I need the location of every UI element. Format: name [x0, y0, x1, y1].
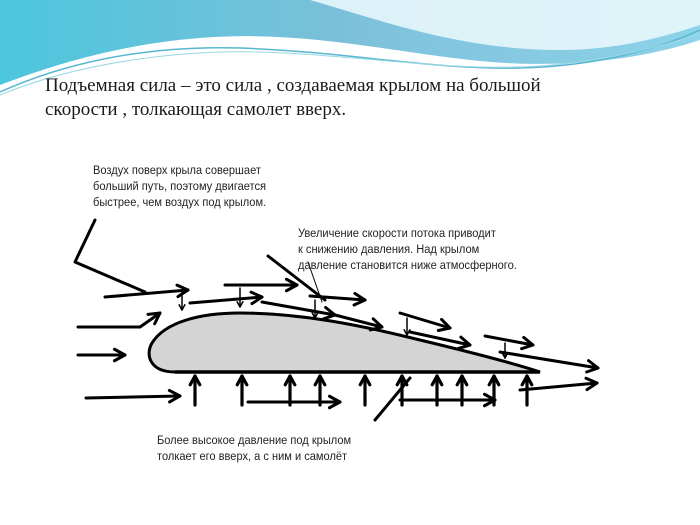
- airflow-arrow: [518, 381, 599, 392]
- title-line: Подъемная сила – это сила , создаваемая …: [45, 75, 541, 96]
- arrowhead-icon: [455, 374, 469, 387]
- arrowhead-icon: [456, 335, 472, 350]
- label-line: давление становится ниже атмосферного.: [298, 258, 517, 272]
- airflow-arrow: [76, 311, 162, 329]
- pointer-line: [307, 261, 323, 303]
- arrowhead-icon: [358, 374, 372, 387]
- pointer-line: [266, 254, 327, 302]
- label-line: толкает его вверх, а с ним и самолёт: [157, 449, 348, 463]
- label-upper-path: Воздух поверх крыла совершает больший пу…: [93, 162, 266, 210]
- airflow-arrow: [188, 295, 264, 305]
- arrowhead-icon: [146, 311, 162, 326]
- airflow-arrow: [84, 394, 182, 400]
- airflow-arrow: [498, 350, 600, 370]
- arrowhead-icon: [178, 303, 186, 311]
- label-line: Более высокое давление под крылом: [157, 433, 352, 447]
- label-line: Увеличение скорости потока приводит: [298, 226, 496, 240]
- arrowhead-icon: [403, 328, 411, 336]
- label-line: быстрее, чем воздух под крылом.: [93, 195, 267, 209]
- airflow-arrow: [398, 311, 452, 330]
- arrowhead-icon: [167, 388, 182, 404]
- arrowhead-icon: [311, 311, 319, 319]
- arrowhead-icon: [487, 374, 501, 387]
- arrowhead-icon: [501, 351, 509, 359]
- arrowhead-icon: [235, 374, 249, 387]
- arrowhead-icon: [284, 277, 299, 293]
- pointer-line: [373, 376, 412, 422]
- arrowhead-icon: [313, 374, 327, 387]
- label-pressure-drop: Увеличение скорости потока приводит к сн…: [298, 225, 517, 273]
- airflow-arrow: [483, 334, 535, 347]
- wing-lift-diagram: Воздух поверх крыла совершает больший пу…: [65, 150, 625, 472]
- arrowhead-icon: [236, 300, 244, 308]
- arrowhead-icon: [249, 290, 264, 306]
- arrowhead-icon: [352, 291, 367, 307]
- slide-wave-background: [0, 0, 700, 96]
- arrowhead-icon: [112, 347, 127, 363]
- label-lift: Более высокое давление под крылом толкае…: [157, 432, 351, 464]
- airflow-arrow: [333, 313, 384, 329]
- arrowhead-icon: [283, 374, 297, 387]
- arrowhead-icon: [520, 335, 535, 351]
- airflow-arrow: [408, 330, 472, 347]
- airflow-arrow: [260, 300, 337, 317]
- pointer-line: [73, 218, 147, 294]
- label-line: Воздух поверх крыла совершает: [93, 163, 261, 177]
- label-line: больший путь, поэтому двигается: [93, 179, 267, 193]
- wing-airfoil: [147, 311, 541, 374]
- arrowhead-icon: [520, 374, 534, 387]
- arrowhead-icon: [188, 374, 202, 387]
- label-line: к снижению давления. Над крылом: [298, 242, 480, 256]
- title-line: скорости , толкающая самолет вверх.: [45, 99, 347, 120]
- arrowhead-icon: [430, 374, 444, 387]
- airflow-arrow: [103, 288, 190, 299]
- arrowhead-icon: [368, 317, 384, 332]
- slide-title: Подъемная сила – это сила , создаваемая …: [45, 74, 665, 122]
- arrowhead-icon: [436, 317, 452, 332]
- arrowhead-icon: [585, 359, 600, 374]
- airflow-arrows: [73, 218, 600, 422]
- arrowhead-icon: [327, 394, 342, 410]
- arrowhead-icon: [584, 376, 599, 392]
- airfoil-svg: [73, 218, 600, 422]
